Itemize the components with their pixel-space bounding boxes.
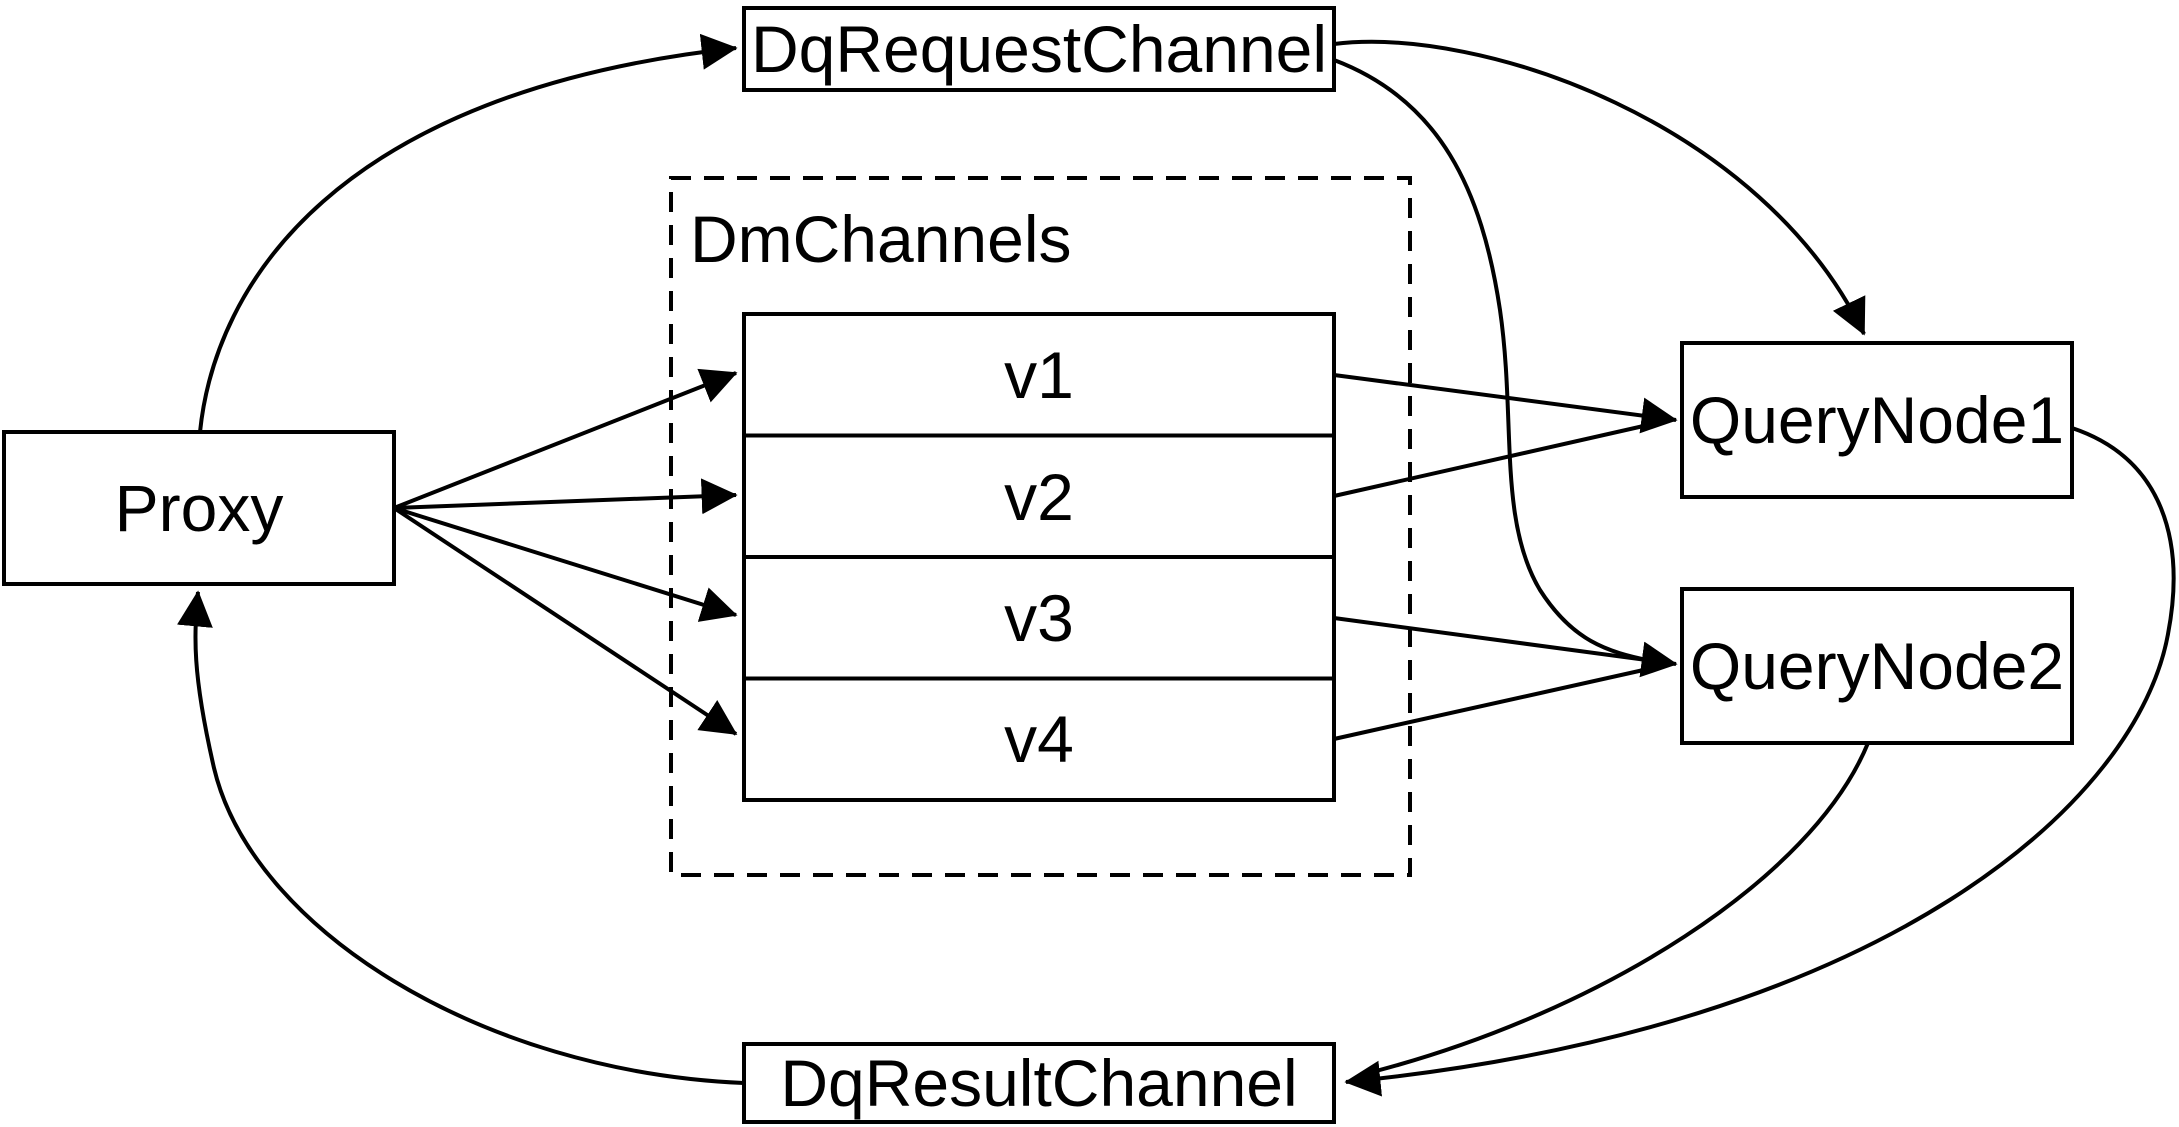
channel-stack: v1 v2 v3 v4: [742, 312, 1336, 802]
query-node-2-box: [1680, 587, 2074, 745]
proxy-node: Proxy: [2, 430, 396, 586]
query-node-2-label: QueryNode2: [1690, 629, 2064, 703]
edge-dqrequestchannel-to-querynode2: [1333, 58, 1653, 663]
dq-result-channel-label: DqResultChannel: [780, 1046, 1297, 1120]
dq-result-channel-box: [742, 1042, 1336, 1124]
dq-request-channel-node: DqRequestChannel: [742, 6, 1336, 92]
query-node-1-label: QueryNode1: [1690, 383, 2064, 457]
edge-querynode2-to-dqresultchannel: [1375, 742, 1870, 1073]
dq-result-channel-node: DqResultChannel: [742, 1042, 1336, 1124]
channel-row-v3-label: v3: [1004, 581, 1074, 655]
edge-proxy-to-dqrequestchannel: [198, 33, 738, 433]
channel-row-v2-label: v2: [1004, 460, 1074, 534]
dm-channels-group-border: [669, 176, 1412, 877]
edge-proxy-to-v4: [392, 506, 738, 736]
edge-v4-to-querynode2: [1333, 667, 1649, 741]
edge-layer: [176, 33, 2176, 1097]
edge-v1-to-querynode1: [1333, 373, 1678, 434]
edge-querynode1-to-dqresultchannel: [1344, 426, 2176, 1097]
edge-proxy-to-v1: [393, 368, 738, 510]
edge-dqresultchannel-to-proxy: [176, 590, 745, 1085]
proxy-box: [2, 430, 396, 586]
channel-row-v4-label: v4: [1004, 702, 1074, 776]
dq-request-channel-label: DqRequestChannel: [751, 12, 1327, 86]
proxy-label: Proxy: [115, 471, 284, 545]
dm-channels-group-label: DmChannels: [690, 202, 1072, 276]
query-node-1: QueryNode1: [1680, 341, 2074, 499]
edge-v3-to-querynode2: [1333, 616, 1678, 678]
edge-proxy-to-v3: [393, 506, 738, 622]
edge-dqrequestchannel-to-querynode1: [1333, 39, 1866, 336]
edge-proxy-to-v2: [393, 478, 738, 515]
dq-request-channel-box: [742, 6, 1336, 92]
query-node-2: QueryNode2: [1680, 587, 2074, 745]
edge-v2-to-querynode1: [1333, 423, 1649, 498]
channel-row-v1-label: v1: [1004, 338, 1074, 412]
dm-channels-group: DmChannels v1 v2 v3 v4: [669, 176, 1412, 877]
query-node-1-box: [1680, 341, 2074, 499]
